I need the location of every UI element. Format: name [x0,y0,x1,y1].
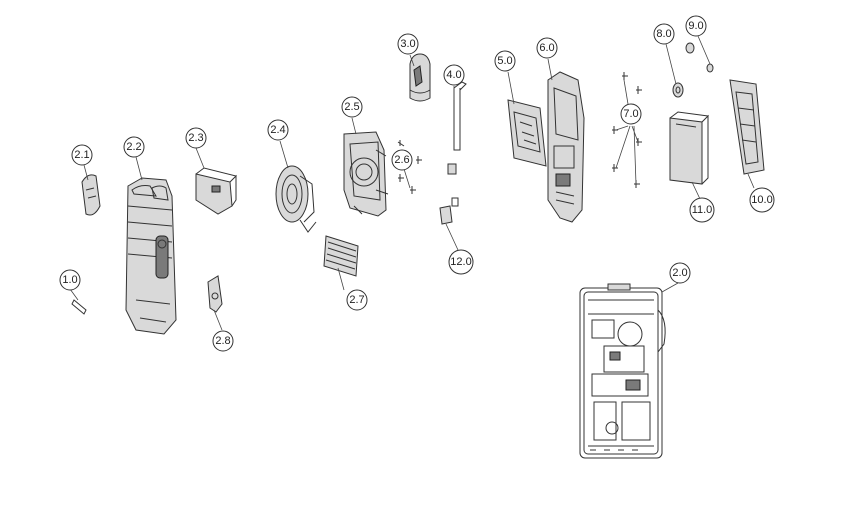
callout-2-0-label: 2.0 [672,267,687,279]
part-6-0-main-board [547,71,585,223]
callout-7-0: 7.0 [620,103,642,125]
callout-2-5: 2.5 [341,96,363,118]
callout-4-0-label: 4.0 [446,69,461,81]
callout-2-0: 2.0 [669,262,691,284]
callout-10-0: 10.0 [749,187,775,213]
part-2-4-speaker [275,165,317,233]
callout-2-4: 2.4 [267,119,289,141]
callout-8-0-label: 8.0 [656,28,671,40]
callout-2-3-label: 2.3 [188,132,203,144]
callout-2-6: 2.6 [391,149,413,171]
callout-12-0-label: 12.0 [450,256,471,268]
callout-2-1-label: 2.1 [74,149,89,161]
callout-11-0: 11.0 [689,197,715,223]
part-2-8-bracket [207,275,223,313]
callout-2-8-label: 2.8 [215,335,230,347]
callout-2-7-label: 2.7 [349,294,364,306]
callout-5-0: 5.0 [494,50,516,72]
part-5-0-shield [507,99,547,167]
callout-8-0: 8.0 [653,23,675,45]
part-2-3 [195,167,237,215]
callout-3-0: 3.0 [397,33,419,55]
part-1-0 [71,299,87,315]
part-11-0-battery [669,111,710,185]
part-4-0-flex-cable [447,81,467,175]
part-10-0-back-cover [729,79,765,175]
part-2-6-screws [397,140,422,194]
part-2-5-chassis [343,131,389,217]
part-8-0-knob [672,82,684,98]
callout-3-0-label: 3.0 [400,38,415,50]
callout-2-2: 2.2 [123,136,145,158]
callout-6-0-label: 6.0 [539,42,554,54]
leader-lines [69,35,755,331]
callout-12-0: 12.0 [448,249,474,275]
callout-1-0: 1.0 [59,269,81,291]
callout-2-3: 2.3 [185,127,207,149]
callout-2-4-label: 2.4 [270,124,285,136]
part-2-0-assembly [579,283,666,459]
callout-9-0-label: 9.0 [688,20,703,32]
callout-5-0-label: 5.0 [497,55,512,67]
callout-2-8: 2.8 [212,330,234,352]
callout-11-0-label: 11.0 [692,204,713,216]
callout-9-0: 9.0 [685,15,707,37]
callout-2-1: 2.1 [71,144,93,166]
part-12-0-connector [439,197,459,225]
part-9-0-knobs [685,42,714,73]
callout-1-0-label: 1.0 [62,274,77,286]
part-2-7-grille [323,235,359,277]
callout-2-5-label: 2.5 [344,101,359,113]
callout-7-0-label: 7.0 [623,108,638,120]
part-2-1 [81,174,101,216]
callout-10-0-label: 10.0 [751,194,772,206]
callout-4-0: 4.0 [443,64,465,86]
callout-2-2-label: 2.2 [126,141,141,153]
part-2-2-front-housing [125,177,177,335]
callout-2-7: 2.7 [346,289,368,311]
callout-6-0: 6.0 [536,37,558,59]
callout-2-6-label: 2.6 [394,154,409,166]
part-3-0-antenna [409,53,431,102]
